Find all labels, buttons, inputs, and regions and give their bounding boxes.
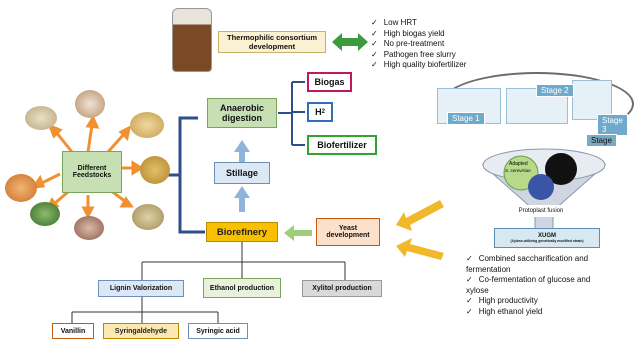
lignin-lines <box>71 297 219 323</box>
yellow-arrow-bottom <box>396 238 444 260</box>
biorefinery-label: Biorefinery <box>216 226 268 238</box>
stillage-label: Stillage <box>225 168 258 178</box>
digester-bottle-image <box>172 8 212 72</box>
syringic-acid-box: Syringic acid <box>188 323 248 339</box>
thermophilic-label: Thermophilic consortium development <box>226 33 317 51</box>
benefit-item: Pathogen free slurry <box>371 50 466 61</box>
feedstocks-label: Different Feedstocks <box>72 165 112 179</box>
lignin-valorization-box: Lignin Valorization <box>98 280 184 297</box>
vanillin-box: Vanillin <box>52 323 94 339</box>
biorefinery-box: Biorefinery <box>206 222 278 242</box>
yeast-benefit-item: Combined saccharification and fermentati… <box>466 254 608 275</box>
xugm-title: XUGM <box>538 233 556 239</box>
yeast-label: Yeast development <box>326 225 370 239</box>
stage3-panel <box>572 80 612 120</box>
up-arrow-stillage <box>234 140 250 162</box>
xylitol-production-box: Xylitol production <box>302 280 382 297</box>
xylitol-label: Xylitol production <box>312 285 372 292</box>
yeast-development-box: Yeast development <box>316 218 380 246</box>
biofertilizer-label: Biofertilizer <box>317 140 367 150</box>
yeast-benefit-item: Co-fermentation of glucose and xylose <box>466 275 608 296</box>
protoplast-fusion-label: Protoplast fusion <box>509 205 573 217</box>
stage4-label: Stage <box>586 134 617 147</box>
feedstock-photo <box>30 202 60 226</box>
biogas-label: Biogas <box>314 77 345 87</box>
xugm-box: XUGM (Xylose-utilizing genetically modif… <box>494 228 600 248</box>
stillage-box: Stillage <box>214 162 270 184</box>
xugm-subtitle: (Xylose-utilizing genetically modified s… <box>510 239 584 243</box>
vanillin-label: Vanillin <box>60 327 86 335</box>
bracket-outputs <box>278 81 305 146</box>
yeast-benefit-item: High productivity <box>466 296 608 307</box>
anaerobic-digestion-box: Anaerobic digestion <box>207 98 277 128</box>
left-arrow-yeast <box>284 225 312 241</box>
bracket-left <box>165 116 205 234</box>
yellow-arrow-top <box>396 200 444 231</box>
feedstock-arrows <box>30 114 144 220</box>
benefit-item: High quality biofertilizer <box>371 60 467 71</box>
feedstock-photo <box>132 204 164 230</box>
feedstock-photo <box>74 216 104 240</box>
up-arrow-biorefinery <box>234 186 250 212</box>
syringaldehyde-label: Syringaldehyde <box>114 327 168 335</box>
anaerobic-label: Anaerobic digestion <box>219 103 264 123</box>
stage1-label: Stage 1 <box>447 112 485 125</box>
double-arrow <box>332 33 368 51</box>
h2-subscript: 2 <box>321 109 325 115</box>
yeast-benefit-item: High ethanol yield <box>466 307 608 318</box>
feedstock-photo <box>25 106 57 130</box>
syringic-acid-label: Syringic acid <box>196 327 240 335</box>
lignin-label: Lignin Valorization <box>109 285 173 292</box>
branch-lines <box>141 242 346 280</box>
yeast-benefits-list: Combined saccharification and fermentati… <box>466 254 608 317</box>
benefit-item: Low HRT <box>371 18 466 29</box>
biofertilizer-box: Biofertilizer <box>307 135 377 155</box>
ethanol-production-box: Ethanol production <box>203 278 281 298</box>
thermophilic-benefits-list: Low HRT High biogas yield No pre-treatme… <box>371 18 467 71</box>
stage2-label: Stage 2 <box>536 84 574 97</box>
stage3-label: Stage 3 <box>597 114 628 136</box>
syringaldehyde-box: Syringaldehyde <box>103 323 179 339</box>
feedstock-photo <box>130 112 164 138</box>
feedstocks-box: Different Feedstocks <box>62 151 122 193</box>
protoplast-funnel <box>481 148 607 234</box>
feedstock-photo <box>5 174 37 202</box>
thermophilic-consortium-box: Thermophilic consortium development <box>218 31 326 53</box>
feedstock-photo <box>75 90 105 118</box>
adapted-label: Adapted <box>509 161 528 167</box>
diagram-connectors <box>30 33 444 323</box>
biogas-box: Biogas <box>307 72 352 92</box>
benefit-item: High biogas yield <box>371 29 466 40</box>
adapted-species-label: S. cerevisiae <box>505 168 531 173</box>
feedstock-photo <box>140 156 170 184</box>
benefit-item: No pre-treatment <box>371 39 466 50</box>
ethanol-label: Ethanol production <box>209 284 275 292</box>
h2-label: H <box>315 107 322 117</box>
